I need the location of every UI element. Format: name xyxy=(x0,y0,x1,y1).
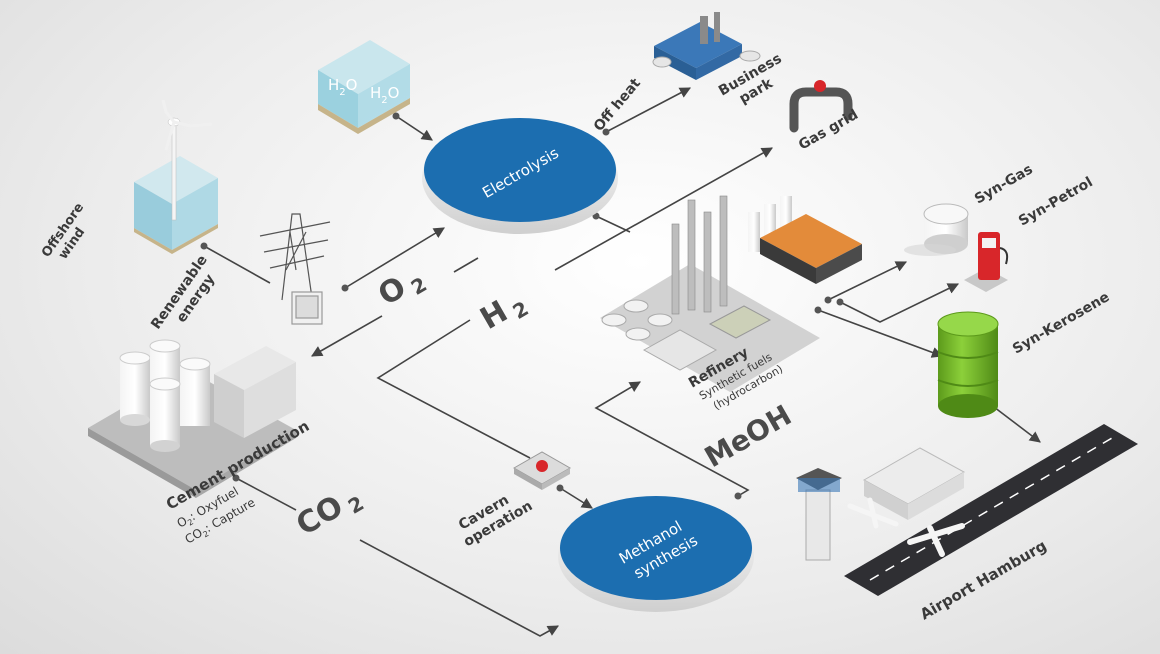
connector-dot xyxy=(341,284,349,292)
cavern-operation-label: Cavern operation xyxy=(453,483,536,550)
water-cube: H2O H2O xyxy=(318,40,410,134)
airplane-icon xyxy=(847,497,899,529)
gas-grid-pipe-illustration xyxy=(789,80,853,133)
flow-water-electrolysis xyxy=(395,115,433,141)
airplane-icon xyxy=(907,523,965,557)
flow-kerosene-airport xyxy=(989,403,1041,443)
syn-gas-tank-illustration xyxy=(904,203,969,256)
methanol-disc-top xyxy=(560,496,752,600)
water-o-left: O xyxy=(346,76,358,94)
valve-icon xyxy=(814,80,826,92)
electrolysis-disc-top xyxy=(424,118,616,222)
water-sub-right: 2 xyxy=(381,95,387,106)
renewable-energy-label: Renewable energy xyxy=(148,248,227,342)
connector-dot xyxy=(232,474,240,482)
flow-h2-out xyxy=(595,215,631,233)
co2-label: CO2 xyxy=(291,479,368,546)
cement-plant-illustration xyxy=(88,339,296,498)
fuel-pump-illustration xyxy=(964,232,1009,292)
flow-cement-co2 xyxy=(235,477,297,511)
connector-dot xyxy=(734,492,742,500)
flow-off-heat xyxy=(605,87,691,133)
cavern-valve-icon xyxy=(536,460,548,472)
connector-dot xyxy=(200,242,208,250)
syn-kerosene-label: Syn-Kerosene xyxy=(1010,289,1112,357)
flow-o2-to-cement xyxy=(311,315,383,357)
svg-text:H2O: H2O xyxy=(328,76,357,98)
water-o-right: O xyxy=(388,84,400,102)
syn-petrol-label: Syn-Petrol xyxy=(1016,174,1096,229)
meoh-label: MeOH xyxy=(699,398,797,474)
airport-illustration xyxy=(796,424,1138,596)
flow-h2-gas-grid xyxy=(554,147,773,271)
refinery-illustration xyxy=(600,195,862,392)
flow-syn-petrol xyxy=(839,283,960,323)
connector-dot xyxy=(814,306,822,314)
flow-wind-renewable xyxy=(203,245,271,284)
gas-grid-label: Gas grid xyxy=(796,107,861,154)
connector-dot xyxy=(602,128,610,136)
connector-dot xyxy=(836,298,844,306)
methanol-disc: Methanol synthesis xyxy=(558,496,754,612)
flow-syn-kerosene xyxy=(817,309,944,358)
cavern-valve-illustration xyxy=(512,451,572,490)
connector-dot xyxy=(824,296,832,304)
flow-syn-gas xyxy=(827,261,908,301)
kerosene-barrel-illustration xyxy=(937,311,999,418)
flow-h2-cavern xyxy=(376,319,531,459)
syn-gas-label: Syn-Gas xyxy=(972,161,1036,207)
water-h-right: H xyxy=(370,84,381,102)
offshore-wind-label: Offshore wind xyxy=(39,197,102,269)
water-h-left: H xyxy=(328,76,339,94)
flow-cavern-methanol xyxy=(559,487,593,509)
offshore-wind-illustration xyxy=(134,99,218,254)
electrolysis-disc: Electrolysis xyxy=(422,118,618,234)
water-sub-left: 2 xyxy=(339,87,345,98)
flow-renewable-electrolysis xyxy=(344,227,445,289)
svg-text:H2O: H2O xyxy=(370,84,399,106)
pylon-transformer-illustration xyxy=(259,213,331,325)
flow-meoh-refinery xyxy=(594,381,750,497)
flow-co2-methanol xyxy=(359,539,559,637)
connector-dot xyxy=(392,112,400,120)
h2-label: H2 xyxy=(475,284,533,339)
flow-lines xyxy=(200,87,1041,637)
flow-o2-from-electrolysis xyxy=(453,257,479,273)
connector-dot xyxy=(556,484,564,492)
business-park-illustration xyxy=(652,12,761,80)
o2-label: O2 xyxy=(373,260,431,316)
